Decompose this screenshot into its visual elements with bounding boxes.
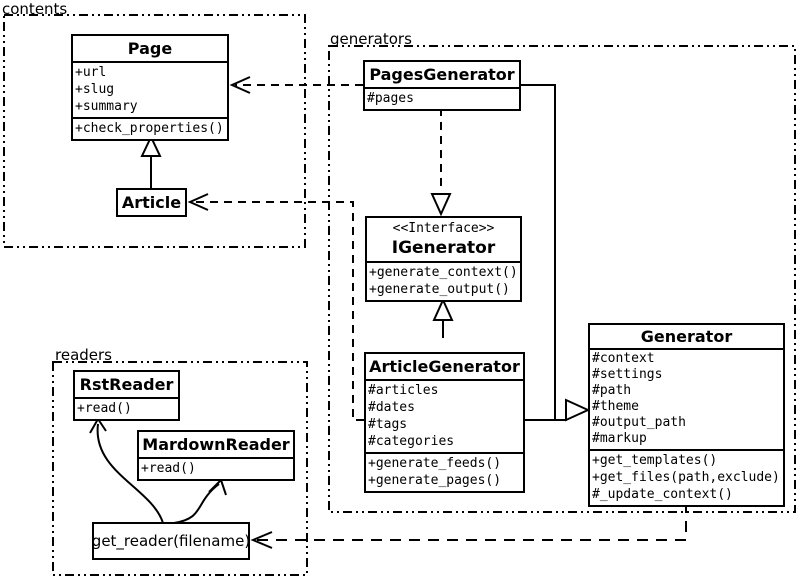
method: +generate_pages()	[368, 473, 502, 488]
attribute: #categories	[368, 434, 455, 449]
attribute: +summary	[75, 99, 138, 114]
attribute: #output_path	[592, 415, 686, 430]
attribute: #pages	[367, 91, 414, 106]
class-page-title: Page	[73, 36, 227, 63]
class-rstreader-methods: +read()	[75, 399, 178, 419]
article-to-page-inheritance-triangle-icon	[140, 134, 162, 157]
class-mardownreader-title: MardownReader	[139, 432, 293, 459]
attribute: #tags	[368, 417, 408, 432]
interface-igenerator-header: <<Interface>> IGenerator	[367, 218, 520, 263]
class-articlegenerator-attributes: #articles #dates #tags #categories	[366, 381, 523, 454]
attribute: #settings	[592, 367, 663, 382]
getreader-to-rstreader-curve	[96, 423, 164, 524]
class-articlegenerator: ArticleGenerator #articles #dates #tags …	[364, 352, 525, 493]
class-pagesgenerator-title: PagesGenerator	[365, 62, 519, 89]
class-mardownreader-methods: +read()	[139, 459, 293, 479]
generators-package-label: generators	[330, 30, 412, 48]
interface-stereotype: <<Interface>>	[392, 221, 495, 236]
contents-package-border	[3, 14, 306, 248]
readers-package-border	[52, 361, 308, 576]
method: +generate_context()	[369, 265, 518, 280]
pagesgenerator-to-generator-line	[521, 84, 556, 420]
generator-to-getreader-dependency-line	[256, 502, 687, 541]
attribute: #context	[592, 351, 655, 366]
method: +read()	[141, 461, 196, 476]
attribute: +slug	[75, 82, 115, 97]
contents-package-label: contents	[2, 0, 68, 18]
method: +read()	[77, 401, 132, 416]
attribute: #theme	[592, 399, 639, 414]
interface-igenerator-title: IGenerator	[391, 238, 496, 258]
getreader-to-mardownreader-arrowhead-icon	[208, 478, 227, 496]
articlegenerator-to-generator-line	[525, 410, 567, 421]
class-rstreader-title: RstReader	[75, 372, 178, 399]
class-pagesgenerator: PagesGenerator #pages	[363, 60, 521, 111]
articlegenerator-to-igenerator-triangle-icon	[432, 297, 454, 321]
attribute: #articles	[368, 383, 439, 398]
attribute: #dates	[368, 400, 415, 415]
readers-package-label: readers	[55, 346, 112, 364]
class-generator: Generator #context #settings #path #them…	[588, 323, 785, 507]
class-page: Page +url +slug +summary +check_properti…	[71, 34, 229, 141]
class-articlegenerator-methods: +generate_feeds() +generate_pages()	[366, 454, 523, 491]
method: +get_files(path,exclude)	[592, 470, 780, 485]
interface-igenerator-methods: +generate_context() +generate_output()	[367, 263, 520, 300]
articlegenerator-to-article-arrowhead-icon	[187, 193, 209, 211]
attribute: #path	[592, 383, 632, 398]
interface-igenerator: <<Interface>> IGenerator +generate_conte…	[365, 216, 522, 302]
method: +check_properties()	[75, 121, 224, 136]
class-generator-title: Generator	[590, 325, 783, 350]
class-pagesgenerator-attributes: #pages	[365, 89, 519, 109]
method: +get_templates()	[592, 453, 718, 468]
pagesgenerator-to-igenerator-triangle-icon	[430, 193, 452, 217]
function-get-reader-label: get_reader(filename)	[91, 532, 251, 550]
class-generator-attributes: #context #settings #path #theme #output_…	[590, 350, 783, 451]
generator-to-getreader-arrowhead-icon	[250, 531, 273, 549]
attribute: +url	[75, 65, 107, 80]
class-rstreader: RstReader +read()	[73, 370, 180, 421]
class-generator-methods: +get_templates() +get_files(path,exclude…	[590, 451, 783, 505]
pagesgenerator-to-page-arrowhead-icon	[229, 76, 251, 94]
function-get-reader: get_reader(filename)	[92, 522, 250, 560]
class-page-attributes: +url +slug +summary	[73, 63, 227, 119]
method: +generate_feeds()	[368, 456, 502, 471]
generators-package-border	[328, 45, 796, 513]
class-page-methods: +check_properties()	[73, 119, 227, 139]
method: +generate_output()	[369, 282, 510, 297]
class-article-title: Article	[121, 193, 182, 212]
attribute: #markup	[592, 431, 647, 446]
class-article: Article	[116, 188, 187, 217]
method: #_update_context()	[592, 487, 733, 502]
class-articlegenerator-title: ArticleGenerator	[366, 354, 523, 381]
generator-inheritance-triangle-icon	[565, 398, 591, 422]
class-mardownreader: MardownReader +read()	[137, 430, 295, 481]
articlegenerator-to-article-dependency-line	[194, 201, 364, 421]
